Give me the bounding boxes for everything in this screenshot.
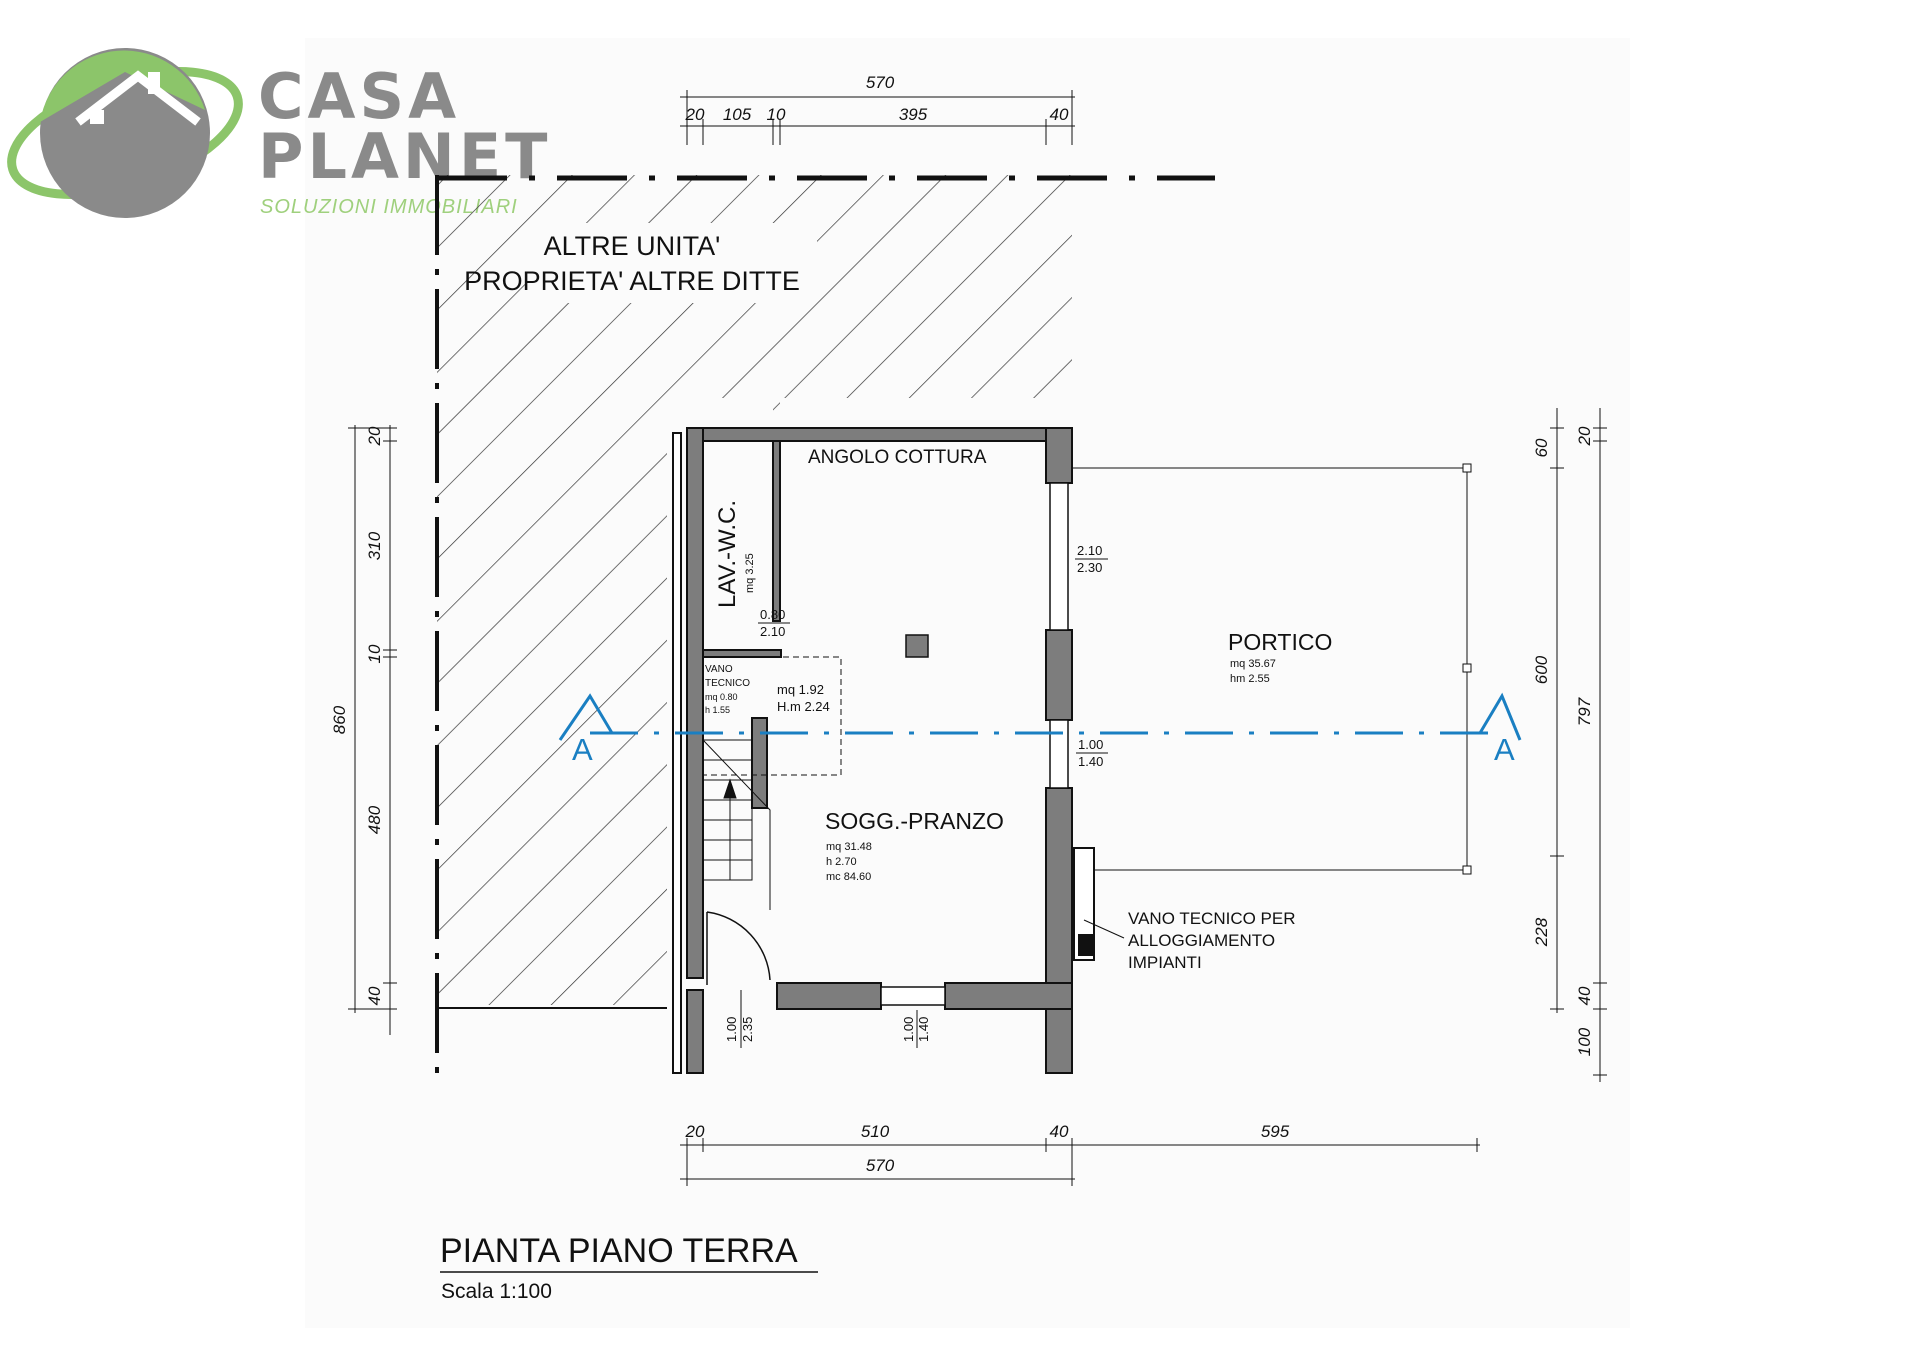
dim-right-b3: 40 [1575,986,1594,1005]
east-window-height: 2.30 [1077,560,1102,575]
dim-left-2: 310 [365,531,384,560]
dim-top-3: 10 [767,105,786,124]
tech-note-leader [1083,919,1125,939]
tech-box [1073,847,1095,961]
dim-left-total: 860 [330,705,349,734]
wall-south-2 [944,982,1073,1010]
dim-bottom-4: 595 [1261,1122,1290,1141]
dim-bottom-2: 510 [861,1122,890,1141]
dim-bottom-3: 40 [1050,1122,1069,1141]
label-living-area: mq 31.48 [826,841,872,853]
dim-left-1: 20 [365,426,384,446]
stairs [702,656,842,910]
label-living-volume: mc 84.60 [826,871,871,883]
logo-planet-circle [40,48,210,218]
section-mark-left: A [572,732,593,767]
drawing-scale: Scala 1:100 [441,1280,552,1303]
logo-planet-top [40,50,205,123]
dim-bottom-total: 570 [866,1156,895,1175]
dim-right-b4: 100 [1575,1027,1594,1056]
label-other-units-line1: ALTRE UNITA' [544,231,721,261]
wall-east-3 [1045,787,1073,989]
label-stair-height: H.m 2.24 [777,699,830,714]
dim-top-2: 105 [723,105,752,124]
label-tech-note-line3: IMPIANTI [1128,953,1202,972]
wall-west-outer-strip [672,432,682,1074]
section-mark-right: A [1494,732,1515,767]
east-door-height: 1.40 [1078,754,1103,769]
label-tech-room-line1: VANO [705,664,733,675]
dim-top-1: 20 [685,105,705,124]
label-living: SOGG.-PRANZO [825,808,1004,834]
label-wc: LAV.-W.C. [714,500,741,608]
under-stair-area [702,656,842,776]
wc-door-width: 0.80 [760,607,785,622]
dim-left-4: 480 [365,805,384,834]
label-tech-note-line1: VANO TECNICO PER [1128,909,1296,928]
logo-window-icon [90,110,104,124]
entry-width: 1.00 [724,1017,739,1042]
entry-height: 2.35 [740,1017,755,1042]
wall-wc-bottom [702,649,782,658]
dim-right-b2: 797 [1575,697,1594,726]
wall-east-stub [1045,1008,1073,1074]
east-window-width: 2.10 [1077,543,1102,558]
dim-left-3: 10 [365,644,384,663]
dim-top-5: 40 [1050,105,1069,124]
portico-outline [1072,463,1472,875]
label-kitchen: ANGOLO COTTURA [808,447,987,468]
label-tech-room-line2: TECNICO [705,678,750,689]
label-portico-height: hm 2.55 [1230,673,1270,685]
entry-door [706,911,771,985]
dim-right-a3: 228 [1532,917,1551,947]
wall-wc [772,440,781,622]
windows [880,482,1069,1006]
label-tech-note-line2: ALLOGGIAMENTO [1128,931,1275,950]
south-window-height: 1.40 [916,1017,931,1042]
dim-top-4: 395 [899,105,928,124]
interior-pillar [905,634,929,658]
section-line: A A [558,692,1522,767]
wall-north [686,427,1073,442]
logo-house-icon [75,70,201,126]
logo-chimney-icon [148,72,160,94]
logo-text-line1: CASA [258,60,460,133]
dim-left-5: 40 [365,986,384,1005]
walls [672,427,1095,1074]
dim-right-a2: 600 [1532,655,1551,684]
dimension-lines [348,90,1607,1186]
south-window-width: 1.00 [901,1017,916,1042]
dim-right-a1: 60 [1532,438,1551,457]
label-stair-area: mq 1.92 [777,682,824,697]
wall-east-2 [1045,629,1073,721]
wc-door-height: 2.10 [760,624,785,639]
company-logo: CASA PLANET SOLUZIONI IMMOBILIARI [7,48,547,218]
label-portico-area: mq 35.67 [1230,658,1276,670]
drawing-title: PIANTA PIANO TERRA [440,1232,798,1270]
dim-right-b1: 20 [1575,426,1594,446]
wall-west [686,427,704,979]
label-other-units-line2: PROPRIETA' ALTRE DITTE [464,266,800,296]
other-units-hatched-area: ALTRE UNITA' PROPRIETA' ALTRE DITTE [435,175,1215,1080]
label-tech-room-height: h 1.55 [705,705,730,715]
east-window [1049,482,1069,631]
label-tech-room-area: mq 0.80 [705,692,738,702]
tech-box-mark [1078,934,1094,956]
east-door-width: 1.00 [1078,737,1103,752]
wall-east-1 [1045,427,1073,484]
wall-west-stub [686,989,704,1074]
dim-top-total: 570 [866,73,895,92]
label-living-height: h 2.70 [826,856,857,868]
label-portico: PORTICO [1228,629,1332,655]
label-wc-area: mq 3.25 [744,553,756,593]
dim-bottom-1: 20 [685,1122,705,1141]
wall-south-1 [776,982,882,1010]
south-window [880,986,946,1006]
east-door-window [1049,719,1069,789]
